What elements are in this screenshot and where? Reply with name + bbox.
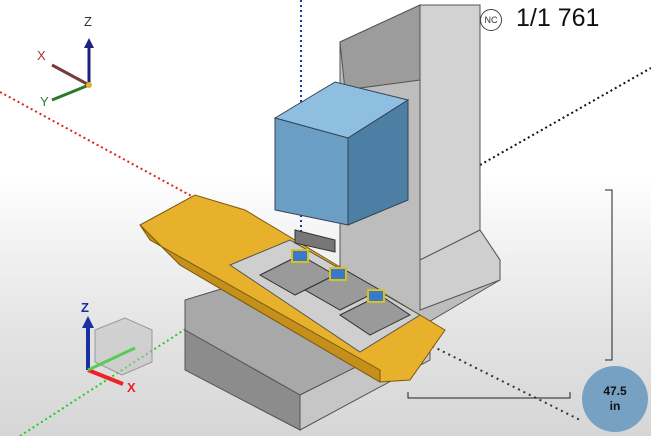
axis-triad-bottom — [82, 316, 153, 386]
triad-bottom-z-label: Z — [81, 300, 89, 315]
scale-badge: 47.5 in — [582, 366, 648, 432]
scale-value: 47.5 — [603, 384, 627, 398]
nc-badge[interactable]: NC — [480, 9, 502, 31]
triad-top-z-label: Z — [84, 14, 92, 29]
machine-column — [339, 4, 501, 331]
y-axis-line — [19, 254, 301, 436]
spindle-head — [273, 81, 410, 253]
vise-fixtures — [258, 249, 411, 336]
scale-unit: in — [609, 399, 621, 413]
axis-triad-top — [51, 38, 94, 102]
x-axis-line — [0, 91, 301, 256]
triad-bottom-x-label: X — [127, 380, 136, 395]
machine-axis-line — [479, 67, 651, 166]
scale-bars — [407, 189, 613, 399]
operation-counter: 1/1 761 — [516, 4, 600, 32]
triad-top-y-label: Y — [40, 94, 49, 109]
triad-top-x-label: X — [37, 48, 46, 63]
